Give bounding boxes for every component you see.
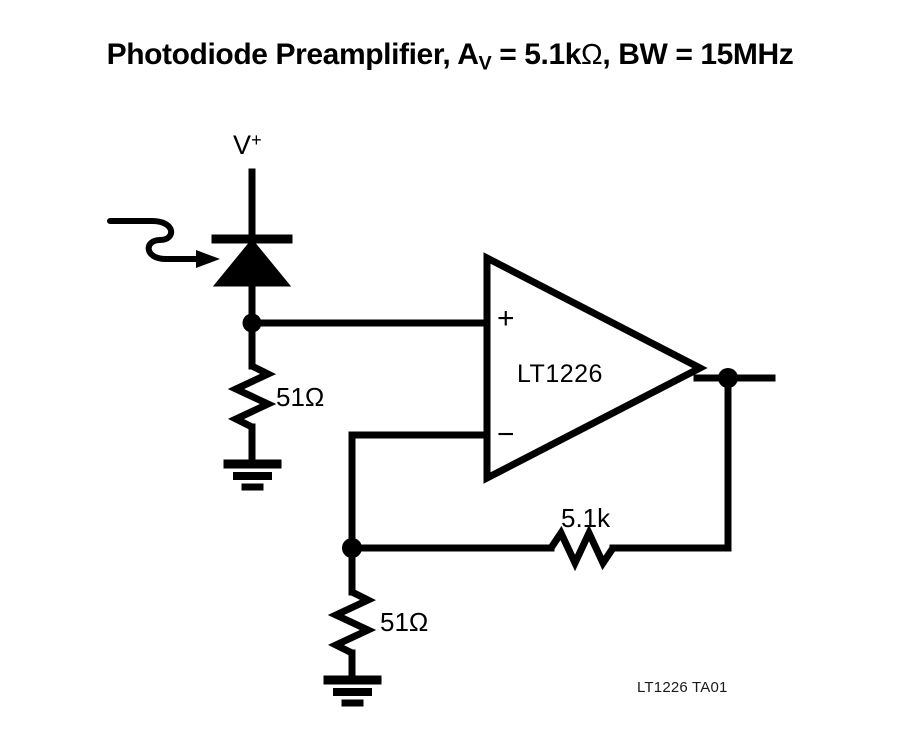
feedback-network (348, 374, 732, 572)
label-resistor-bias: 51Ω (276, 384, 324, 410)
title-ohm-symbol: Ω (581, 39, 603, 71)
junction-output-node (718, 368, 738, 388)
figure-caption: LT1226 TA01 (637, 679, 728, 696)
incident-light-arrow (107, 218, 220, 268)
photodiode-symbol (211, 234, 293, 287)
label-resistor-feedback: 5.1k (561, 503, 611, 533)
label-r-gain-unit: Ω (408, 607, 429, 637)
label-r-bias-value: 51 (276, 382, 305, 412)
label-resistor-gain: 51Ω (380, 609, 428, 635)
resistor-gain-symbol (327, 544, 377, 682)
title-gain-subscript: V (478, 52, 492, 75)
label-opamp-part-number: LT1226 (517, 360, 603, 388)
ground-symbol-gain (323, 675, 382, 707)
opamp-symbol (483, 252, 708, 484)
resistor-bias-symbol (227, 319, 277, 466)
label-supply-plus: + (251, 129, 262, 150)
title-bandwidth: , BW = 15MHz (602, 38, 794, 71)
label-supply-v: V (233, 130, 252, 161)
ground-symbol-bias (223, 459, 282, 491)
label-inverting-input: − (497, 418, 515, 451)
label-r-gain-value: 51 (380, 607, 409, 637)
label-noninverting-input: + (497, 302, 515, 335)
wire-minus-input-to-node (348, 431, 491, 552)
title-lead: Photodiode Preamplifier, A (106, 38, 479, 71)
title-gain-value: = 5.1k (491, 38, 582, 71)
figure-title: Photodiode Preamplifier, AV = 5.1kΩ, BW … (0, 38, 900, 76)
label-r-bias-unit: Ω (304, 382, 325, 412)
label-supply-voltage: V+ (233, 129, 262, 161)
